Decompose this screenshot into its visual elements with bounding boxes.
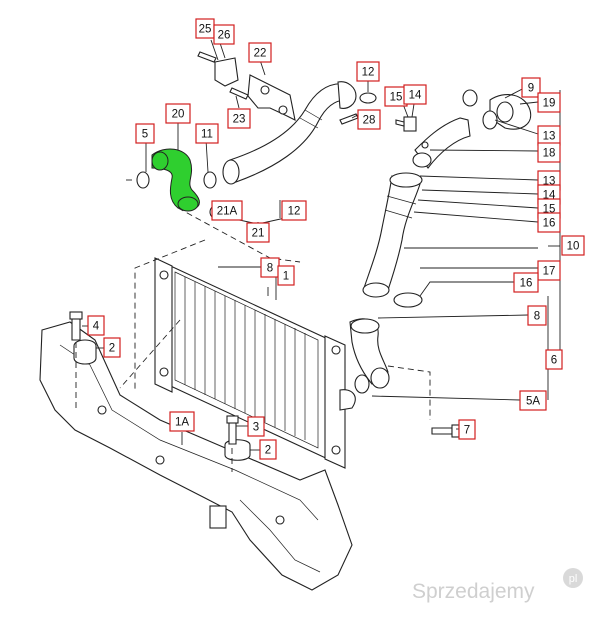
- watermark-text: Sprzedajemy: [412, 580, 535, 603]
- label-8-left[interactable]: 8: [260, 257, 280, 278]
- svg-text:3: 3: [253, 422, 259, 434]
- label-4[interactable]: 4: [87, 315, 105, 336]
- label-5[interactable]: 5: [135, 123, 155, 144]
- svg-text:19: 19: [543, 98, 556, 110]
- bolt-4: [69, 311, 83, 341]
- svg-text:28: 28: [363, 115, 376, 127]
- bracket-26: [214, 57, 239, 87]
- label-5a[interactable]: 5A: [519, 390, 547, 411]
- upper-pipe-18: [412, 117, 471, 169]
- svg-text:15: 15: [390, 92, 403, 104]
- svg-text:26: 26: [218, 30, 231, 42]
- label-20[interactable]: 20: [165, 103, 191, 124]
- svg-text:8: 8: [267, 263, 273, 275]
- svg-text:17: 17: [543, 266, 556, 278]
- o-ring-5: [136, 171, 150, 189]
- label-8-right[interactable]: 8: [527, 305, 547, 326]
- svg-text:2: 2: [109, 343, 115, 355]
- label-2-left[interactable]: 2: [103, 337, 121, 358]
- svg-text:10: 10: [567, 241, 580, 253]
- bolt-7: [431, 424, 460, 438]
- bolt-3: [226, 415, 239, 445]
- svg-text:21: 21: [252, 228, 265, 240]
- svg-text:12: 12: [288, 206, 301, 218]
- svg-text:8: 8: [534, 311, 540, 323]
- svg-text:20: 20: [172, 109, 185, 121]
- svg-text:16: 16: [543, 218, 556, 230]
- label-12-top[interactable]: 12: [356, 61, 380, 82]
- label-28[interactable]: 28: [357, 109, 381, 130]
- svg-text:14: 14: [409, 90, 422, 102]
- o-ring-12: [359, 92, 377, 104]
- svg-text:25: 25: [199, 24, 212, 36]
- svg-text:7: 7: [464, 425, 470, 437]
- svg-text:11: 11: [201, 129, 213, 141]
- label-9[interactable]: 9: [521, 77, 541, 98]
- label-23[interactable]: 23: [227, 108, 251, 129]
- label-1a[interactable]: 1A: [169, 411, 195, 432]
- bolt-28: [339, 113, 359, 125]
- label-1[interactable]: 1: [277, 265, 295, 286]
- svg-text:6: 6: [551, 355, 557, 367]
- svg-text:5: 5: [142, 129, 148, 141]
- o-ring-13a: [482, 110, 498, 130]
- label-10[interactable]: 10: [561, 235, 585, 256]
- label-2-right[interactable]: 2: [259, 439, 277, 460]
- radiator-fins: [184, 277, 306, 440]
- charge-air-hose-20-highlighted: [151, 148, 200, 212]
- svg-text:9: 9: [528, 83, 534, 95]
- label-15-top[interactable]: 15: [384, 86, 408, 107]
- label-11[interactable]: 11: [195, 123, 219, 144]
- bolt-23: [229, 87, 249, 100]
- svg-text:13: 13: [543, 131, 556, 143]
- label-12-mid[interactable]: 12: [281, 200, 307, 221]
- pressure-pipe-12: [222, 81, 357, 185]
- o-ring-16: [393, 292, 423, 308]
- svg-text:2: 2: [265, 445, 271, 457]
- lower-hose-8: [349, 318, 390, 389]
- label-14-top[interactable]: 14: [403, 84, 427, 105]
- svg-text:16: 16: [520, 278, 533, 290]
- svg-text:5A: 5A: [526, 396, 540, 408]
- bolt-25: [197, 51, 217, 63]
- label-19[interactable]: 19: [537, 92, 561, 113]
- intercooler-radiator: [154, 257, 356, 469]
- svg-text:21A: 21A: [217, 206, 238, 218]
- svg-text:18: 18: [543, 148, 556, 160]
- label-25[interactable]: 25: [195, 18, 215, 39]
- o-ring-5a: [354, 374, 370, 394]
- svg-text:23: 23: [233, 114, 246, 126]
- svg-text:4: 4: [93, 321, 100, 333]
- bracket-22: [247, 74, 296, 121]
- label-7[interactable]: 7: [458, 419, 476, 440]
- label-26[interactable]: 26: [213, 24, 235, 45]
- label-17[interactable]: 17: [537, 260, 561, 281]
- label-16-right[interactable]: 16: [537, 212, 561, 233]
- lock-carrier: [39, 321, 353, 591]
- label-6[interactable]: 6: [545, 349, 563, 370]
- svg-text:1A: 1A: [175, 417, 189, 429]
- connector-9: [462, 89, 532, 130]
- svg-text:22: 22: [254, 48, 267, 60]
- label-22[interactable]: 22: [248, 42, 272, 63]
- svg-text:1: 1: [283, 271, 289, 283]
- label-16-mid[interactable]: 16: [513, 272, 539, 293]
- label-21[interactable]: 21: [246, 222, 270, 243]
- watermark: Sprzedajemy pl: [412, 568, 583, 603]
- watermark-badge-icon: [563, 568, 583, 588]
- label-3[interactable]: 3: [247, 416, 265, 437]
- watermark-badge: pl: [569, 573, 578, 585]
- charge-pipe-main: [362, 172, 423, 298]
- label-13-upper[interactable]: 13: [537, 125, 561, 146]
- svg-text:12: 12: [362, 67, 375, 79]
- label-18[interactable]: 18: [537, 142, 561, 163]
- label-21a[interactable]: 21A: [211, 200, 243, 221]
- o-ring-11: [203, 171, 217, 189]
- sensor-14: [395, 116, 417, 132]
